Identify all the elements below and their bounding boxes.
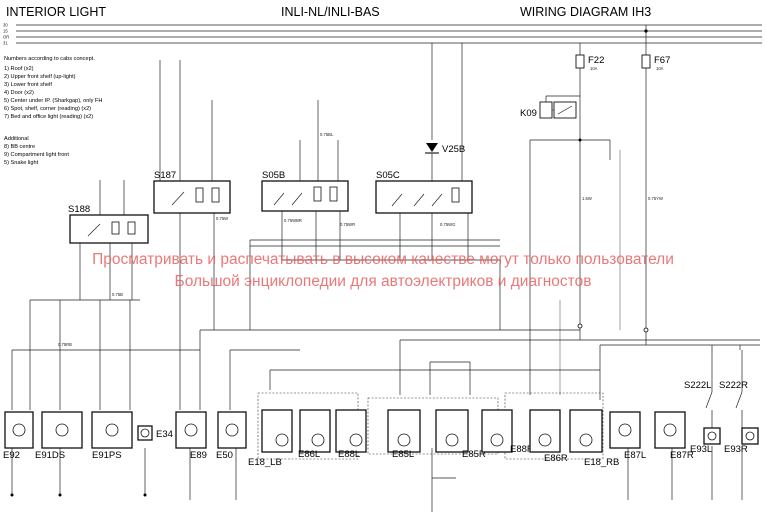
lamp-e85r: E85R [435, 409, 486, 460]
fuse-f22: F22 10A [575, 43, 604, 96]
wire-code: 0.75WR [340, 222, 355, 227]
switch-s222r: S222R [719, 350, 748, 428]
fuse-label: F67 [654, 55, 670, 66]
module-outline-center [367, 397, 499, 455]
watermark-line-1: Просматривать и распечатывать в высоком … [92, 251, 674, 268]
lamp-e93l: E93L [690, 427, 721, 455]
component-label: E93L [690, 444, 712, 455]
component-label: E89 [190, 450, 207, 461]
note-item: 3) Lower front shelf [4, 82, 52, 88]
component-label: E50 [216, 450, 233, 461]
lamp-e18-rb: E18_RB [569, 409, 619, 468]
diode-v25b: V25B [425, 43, 465, 182]
notes-block: Numbers according to cabs concept. 1) Ro… [4, 56, 102, 166]
lamp-e92: E92 [3, 411, 34, 461]
diode-label: V25B [442, 144, 465, 155]
fuse-rating: 10A [656, 66, 664, 71]
wire-code: 0.75B [112, 292, 123, 297]
switch-label: S187 [154, 170, 176, 181]
wire-code-labels: 0.75W 0.75B 0.75WBR 0.75RB 0.75BL 0.75WR… [58, 132, 663, 347]
switch-label: S05C [376, 170, 400, 181]
lamp-e91ds: E91DS [35, 411, 83, 461]
switch-label: S222R [719, 380, 748, 391]
switch-label: S188 [68, 204, 90, 215]
fuse-rating: 10A [590, 66, 598, 71]
wire-code: 0.75W [216, 216, 228, 221]
wire-code: 0.75YW [648, 196, 663, 201]
lamp-e86l: E86L [298, 409, 331, 460]
lamp-e34: E34 [137, 425, 173, 441]
bus-label-15: 15 [3, 29, 8, 34]
bus-label-30: 30 [3, 23, 8, 28]
lamp-e86r: E86R [529, 409, 568, 464]
module-outline-right [504, 392, 604, 460]
relay-k09: K09 [520, 95, 611, 330]
lamp-e89: E89 [175, 411, 207, 461]
fuse-f67: F67 10A [641, 25, 670, 330]
component-label: E85L [392, 449, 414, 460]
component-label: E85R [462, 449, 486, 460]
component-label: E87R [670, 450, 694, 461]
switch-s222l: S222L [684, 350, 713, 428]
note-additional-item: 9) Compartment light front [4, 152, 69, 158]
wire-code: 1.5W [582, 196, 592, 201]
harness-wires [11, 150, 760, 410]
note-item: 2) Upper front shelf (up-light) [4, 74, 76, 80]
bus-label-31: 31 [3, 41, 8, 46]
note-item: 5) Center under IP. (Sharkgap), only FH [4, 98, 102, 104]
note-additional-item: 8) BB centre [4, 144, 35, 150]
switch-s188: S188 [68, 180, 149, 300]
component-label: E88L [338, 449, 360, 460]
lamp-e87r: E87R [654, 411, 694, 461]
component-label: E93R [724, 444, 748, 455]
notes-intro: Numbers according to cabs concept. [4, 56, 95, 62]
component-label: E18_LB [248, 457, 282, 468]
title-left: INTERIOR LIGHT [6, 5, 106, 19]
ground-leads [10, 446, 743, 512]
title-right: WIRING DIAGRAM IH3 [520, 5, 651, 19]
lamp-e88l: E88L [335, 409, 367, 460]
component-label: E91DS [35, 450, 65, 461]
switch-label: S222L [684, 380, 711, 391]
notes-additional-title: Additional [4, 136, 29, 142]
watermark-line-2: Большой энциклопедии для автоэлектриков … [175, 273, 592, 290]
module-outline-left [257, 392, 359, 460]
switch-s05c: S05C [375, 43, 473, 260]
switch-label: S05B [262, 170, 285, 181]
component-label: E86R [544, 453, 568, 464]
component-label: E91PS [92, 450, 122, 461]
lamp-e50: E50 [216, 411, 247, 461]
note-item: 1) Roof (x2) [4, 66, 34, 72]
lamp-e18-lb: E18_LB [248, 409, 293, 468]
wire-code: 0.75BL [320, 132, 334, 137]
component-label: E18_RB [584, 457, 619, 468]
fuse-label: F22 [588, 55, 604, 66]
lamp-e93r: E93R [724, 427, 759, 455]
title-center: INLI-NL/INLI-BAS [281, 5, 380, 19]
note-item: 6) Spot, shelf, corner (reading) (x2) [4, 106, 91, 112]
component-label: E34 [156, 429, 173, 440]
note-additional-item: 5) Snake light [4, 160, 39, 166]
component-label: E92 [3, 450, 20, 461]
lamp-e91ps: E91PS [91, 411, 133, 461]
lamp-e88r: E88R [481, 409, 534, 455]
note-item: 4) Door (x2) [4, 90, 34, 96]
note-item: 7) Bed and office light (reading) (x2) [4, 114, 93, 120]
lamp-e87l: E87L [609, 411, 646, 461]
bus-label-or: OR [3, 35, 9, 40]
switch-s187: S187 [153, 60, 231, 410]
lamp-e85l: E85L [387, 409, 421, 460]
relay-label: K09 [520, 108, 537, 119]
component-label: E86L [298, 449, 320, 460]
wire-code: 0.75RB [58, 342, 72, 347]
component-label: E87L [624, 450, 646, 461]
component-label: E88R [510, 444, 534, 455]
power-bus: 30 15 OR 31 [3, 23, 762, 46]
wire-code: 0.75WBR [284, 218, 302, 223]
switch-s05b: S05B [261, 100, 349, 260]
wire-code: 0.75WG [440, 222, 455, 227]
